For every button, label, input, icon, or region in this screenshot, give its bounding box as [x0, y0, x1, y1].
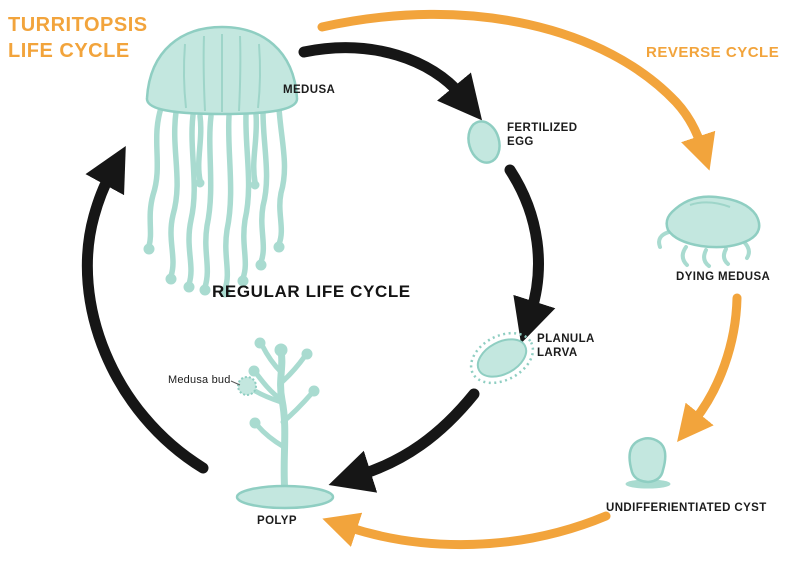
reverse-cycle-label: REVERSE CYCLE [646, 44, 780, 61]
planula-larva-illustration [469, 331, 535, 385]
medusa-label: MEDUSA [283, 84, 336, 96]
undifferentiated-cyst-label: UNDIFFERIENTIATED CYST [606, 502, 767, 514]
diagram-title-line2: LIFE CYCLE [8, 40, 130, 62]
diagram-title-line1: TURRITOPSIS [8, 14, 148, 36]
dying-medusa-illustration [657, 195, 761, 268]
polyp-label: POLYP [257, 515, 297, 527]
fertilized-egg-illustration [467, 120, 501, 164]
arrow-planula-to-polyp [328, 388, 480, 493]
arrow-medusa-to-egg [298, 42, 483, 121]
planula-larva-label: PLANULA LARVA [537, 333, 595, 359]
diagram-title: TURRITOPSIS LIFE CYCLE [8, 12, 148, 64]
arrow-medusa-to-dying-medusa [317, 9, 716, 171]
arrow-dying-medusa-to-cyst [677, 293, 742, 443]
regular-cycle-label: REGULAR LIFE CYCLE [212, 282, 411, 301]
polyp-illustration [230, 337, 335, 510]
fertilized-egg-label: FERTILIZED EGG [507, 122, 578, 148]
arrow-egg-to-planula [504, 164, 556, 344]
cyst-illustration [625, 437, 671, 489]
medusa-bud-shape [237, 376, 257, 396]
medusa-bud-label: Medusa bud [168, 374, 231, 386]
reverse-cycle-arrows [317, 9, 742, 550]
regular-cycle-arrows [81, 42, 556, 493]
medusa-illustration [143, 25, 299, 298]
polyp-base [235, 484, 335, 510]
dying-medusa-label: DYING MEDUSA [676, 271, 771, 283]
arrow-cyst-to-polyp [322, 511, 611, 550]
arrow-polyp-to-medusa [81, 146, 209, 474]
